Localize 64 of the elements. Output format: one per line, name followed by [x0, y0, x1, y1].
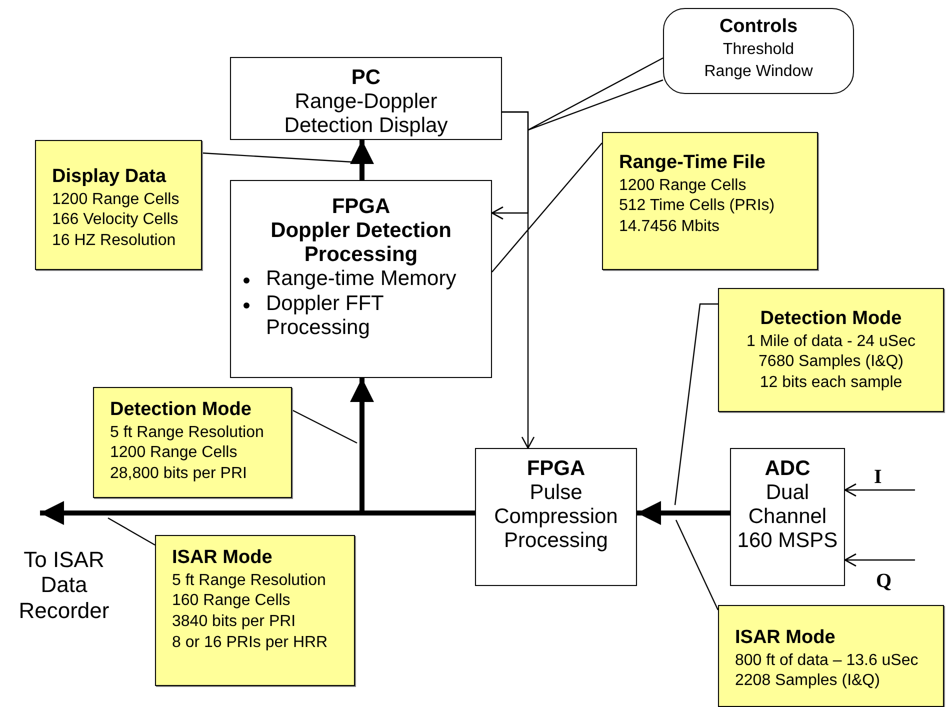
box-text: 1200 Range Cells: [619, 176, 746, 196]
box-title: Doppler Detection Processing: [270, 219, 452, 268]
box-text: 166 Velocity Cells: [52, 210, 178, 230]
process-box: [730, 448, 845, 586]
box-title: ISAR Mode: [735, 626, 836, 650]
arrow: [844, 483, 915, 497]
leader-line: [674, 303, 718, 506]
leader-line: [675, 520, 719, 610]
box-text: 1200 Range Cells: [52, 190, 180, 210]
arrow: [491, 111, 529, 220]
note-box: [718, 605, 944, 707]
box-text: 160 Range Cells: [172, 591, 290, 612]
leader-line: [108, 517, 156, 546]
box-text: 8 or 16 PRIs per HRR: [172, 633, 328, 654]
box-title: ISAR Mode: [172, 546, 272, 570]
box-title: Range-Time File: [619, 151, 766, 175]
note-box: [602, 132, 818, 270]
process-box: [230, 57, 502, 140]
note-box: [718, 288, 944, 412]
box-title: PC: [350, 66, 382, 90]
leader-line: [492, 142, 602, 272]
box-text: 800 ft of data – 13.6 uSec: [735, 650, 918, 671]
process-box: [230, 180, 492, 378]
box-text: 14.7456 Mbits: [619, 217, 720, 238]
box-text: 1 Mile of data - 24 uSec: [746, 332, 916, 352]
process-box: [475, 448, 637, 586]
box-text: 12 bits each sample: [760, 373, 902, 394]
box-text: 16 HZ Resolution: [52, 231, 176, 252]
box-title: ADC: [764, 457, 812, 482]
arrow: [844, 553, 915, 567]
box-title: Detection Mode: [760, 307, 902, 331]
box-text: Threshold: [722, 40, 794, 60]
box-text: 28,800 bits per PRI: [110, 464, 247, 484]
leader-line: [527, 57, 664, 131]
note-box: [155, 535, 355, 686]
box-text: 5 ft Range Resolution: [110, 422, 264, 443]
box-text: Dual Channel: [747, 481, 828, 530]
signal-label: I: [874, 465, 882, 490]
note-box: [35, 140, 202, 270]
box-title: Controls: [719, 15, 798, 39]
note-box: [93, 387, 292, 498]
box-text: 1200 Range Cells: [110, 443, 238, 464]
box-title: Display Data: [52, 165, 166, 189]
box-text: 2208 Samples (I&Q): [735, 671, 880, 692]
leader-line: [202, 152, 352, 163]
box-text: 512 Time Cells (PRIs): [619, 196, 775, 216]
box-text: 7680 Samples (I&Q): [758, 352, 904, 372]
box-title: FPGA: [330, 195, 392, 220]
bus-arrow: [637, 501, 730, 525]
destination-label: To ISAR Data Recorder: [18, 547, 110, 623]
bullet-text: Range-time Memory: [266, 267, 456, 292]
box-title: FPGA: [526, 457, 586, 482]
box-text: 3840 bits per PRI: [172, 612, 296, 632]
signal-label: Q: [876, 569, 892, 594]
bus-arrow: [350, 140, 374, 180]
bullet-text: Doppler FFT Processing: [266, 292, 384, 340]
callout-box: [663, 8, 854, 94]
box-text: Range-Doppler Detection Display: [283, 90, 449, 138]
leader-line: [292, 409, 358, 444]
box-text: 5 ft Range Resolution: [172, 570, 326, 591]
box-text: 160 MSPS: [736, 529, 839, 554]
box-text: Range Window: [704, 62, 813, 82]
box-text: Pulse Compression Processing: [493, 481, 619, 554]
box-title: Detection Mode: [110, 398, 252, 422]
